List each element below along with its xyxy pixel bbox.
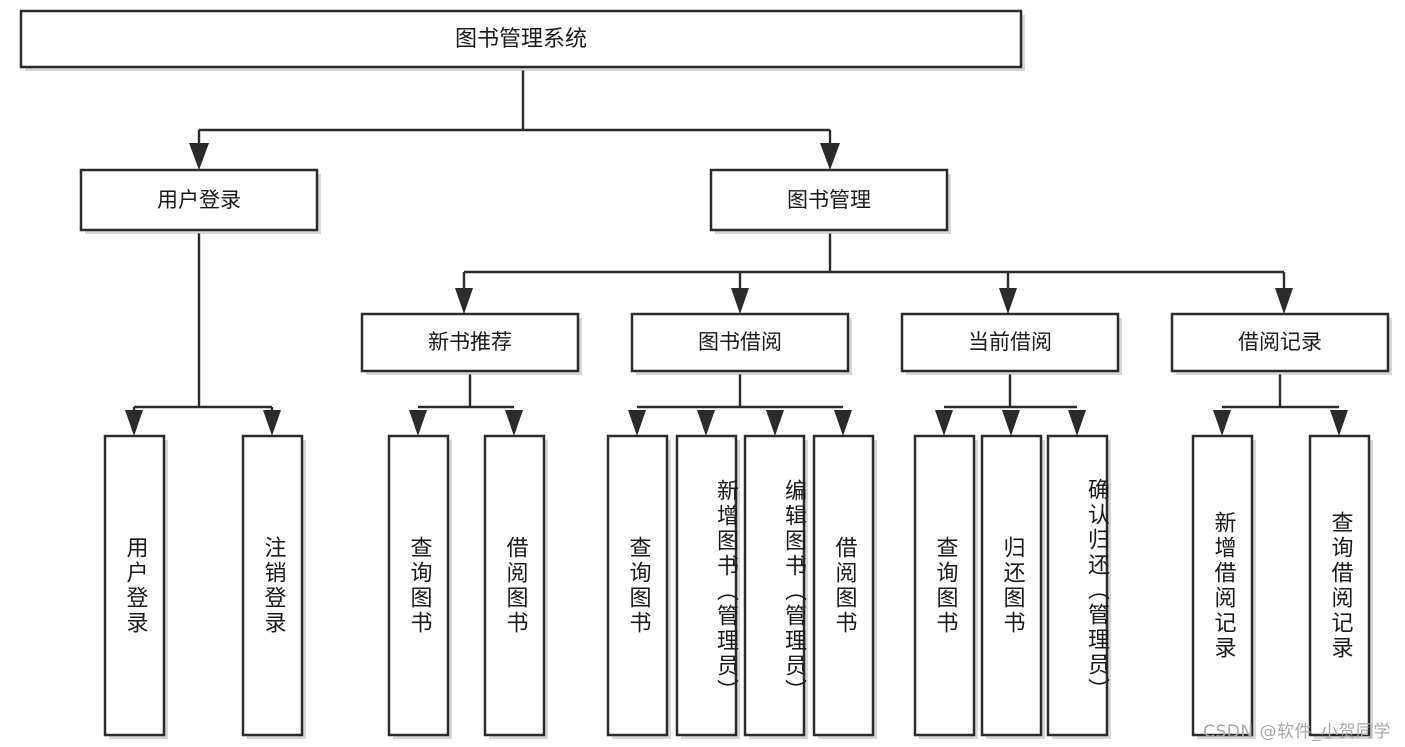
node-user-login[interactable]: 用户登录 (79, 168, 321, 234)
connector-group (125, 70, 1348, 436)
leaf-box-br-query-record[interactable] (1308, 434, 1371, 737)
leaf-box-cb-query-book[interactable] (913, 434, 976, 737)
arrow-nbr-leaf2 (505, 410, 523, 436)
node-cb-box[interactable] (900, 312, 1120, 373)
node-book-borrow[interactable]: 图书借阅 (630, 312, 852, 375)
leaf-box-br-add-record[interactable] (1191, 434, 1254, 737)
arrow-l3-1 (455, 288, 473, 314)
leaf-box-user-login[interactable] (103, 434, 166, 737)
arrow-br-leaf2 (1330, 410, 1348, 436)
node-br-label: 借阅记录 (1238, 330, 1322, 354)
leaf-box-cb-return-book[interactable] (980, 434, 1043, 737)
node-root-box[interactable] (19, 9, 1023, 69)
leaf-box-nbr-query-book[interactable] (387, 434, 450, 737)
node-user-login-box[interactable] (79, 168, 319, 232)
arrow-ul-leaf1 (125, 410, 143, 436)
node-cb-label: 当前借阅 (968, 330, 1052, 354)
arrow-bb-leaf3 (766, 410, 784, 436)
arrow-book-manage (820, 143, 840, 170)
leaf-boxes (103, 434, 1373, 739)
arrow-bb-leaf1 (628, 410, 646, 436)
arrow-cb-leaf2 (1002, 410, 1020, 436)
arrow-user-login (189, 143, 209, 170)
node-borrow-record[interactable]: 借阅记录 (1170, 312, 1392, 375)
arrow-bb-leaf2 (697, 410, 715, 436)
node-nbr-label: 新书推荐 (428, 330, 512, 354)
arrow-br-leaf1 (1213, 410, 1231, 436)
arrow-ul-leaf2 (263, 410, 281, 436)
node-new-book-recommend[interactable]: 新书推荐 (360, 312, 582, 375)
node-root[interactable]: 图书管理系统 (19, 9, 1025, 71)
node-bb-box[interactable] (630, 312, 850, 373)
leaf-box-bb-add-book[interactable] (675, 434, 738, 737)
leaf-box-bb-edit-book[interactable] (743, 434, 806, 737)
arrow-l3-2 (731, 288, 749, 314)
arrow-l3-4 (1275, 288, 1293, 314)
node-book-manage-box[interactable] (709, 168, 949, 232)
arrow-l3-3 (999, 288, 1017, 314)
node-current-borrow[interactable]: 当前借阅 (900, 312, 1122, 375)
arrow-bb-leaf4 (834, 410, 852, 436)
node-nbr-box[interactable] (360, 312, 580, 373)
leaf-box-bb-borrow-book[interactable] (812, 434, 875, 737)
node-user-login-label: 用户登录 (157, 188, 241, 212)
node-book-manage-label: 图书管理 (787, 188, 871, 212)
arrow-cb-leaf3 (1068, 410, 1086, 436)
csdn-watermark: CSDN @软件_小贺同学 (1203, 722, 1391, 742)
node-book-manage[interactable]: 图书管理 (709, 168, 951, 234)
leaf-box-nbr-borrow-book[interactable] (483, 434, 546, 737)
node-br-box[interactable] (1170, 312, 1390, 373)
leaf-box-bb-query-book[interactable] (606, 434, 669, 737)
arrow-nbr-leaf1 (409, 410, 427, 436)
leaf-box-logout-login[interactable] (241, 434, 304, 737)
node-root-label: 图书管理系统 (455, 27, 587, 52)
arrow-cb-leaf1 (935, 410, 953, 436)
leaf-box-cb-confirm-return[interactable] (1046, 434, 1109, 737)
node-bb-label: 图书借阅 (698, 330, 782, 354)
